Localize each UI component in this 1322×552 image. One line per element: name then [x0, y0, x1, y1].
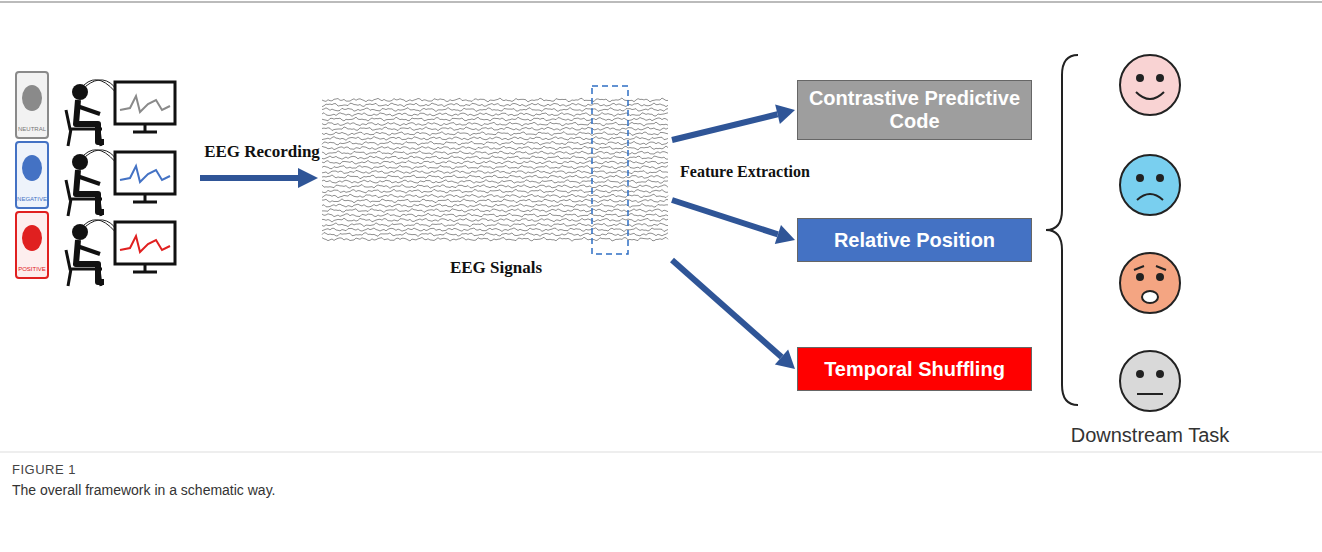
figure-number: FIGURE 1 — [12, 462, 312, 477]
arrow-shaft — [672, 260, 782, 357]
eeg-traces — [322, 98, 668, 241]
group-label: Downstream Task — [1050, 424, 1250, 447]
arrow-head — [775, 105, 795, 124]
flow-arrow — [672, 105, 795, 140]
arrow-label: EEG Recording — [196, 142, 328, 162]
flow-arrow — [672, 260, 795, 369]
arrow-shaft — [672, 200, 778, 234]
brace — [1046, 55, 1078, 405]
emotion-face — [1120, 55, 1180, 411]
arrow-head — [775, 225, 795, 244]
subject-figure — [66, 80, 175, 286]
card-label: POSITIVE — [12, 266, 52, 272]
card-label: NEUTRAL — [12, 126, 52, 132]
box-label: Contrastive Predictive Code — [808, 87, 1021, 133]
frame-line — [0, 452, 1322, 453]
frame-line — [0, 1, 1322, 3]
arrow-shaft — [672, 114, 778, 140]
flow-arrow — [672, 200, 795, 244]
figure-caption: The overall framework in a schematic way… — [12, 482, 276, 498]
selection-window — [592, 86, 628, 254]
method-box: Contrastive Predictive Code — [797, 80, 1032, 140]
arrow-label: Feature Extraction — [680, 163, 840, 181]
panel-title: EEG Signals — [320, 258, 672, 278]
arrow-head — [775, 350, 795, 369]
recording-arrow — [200, 168, 318, 188]
method-box: Relative Position — [797, 218, 1032, 262]
method-box: Temporal Shuffling — [797, 347, 1032, 391]
card-label: NEGATIVE — [12, 196, 52, 202]
signal-panel: EEG Signals — [320, 95, 672, 280]
box-label: Relative Position — [834, 229, 995, 252]
stimulus-card — [16, 72, 48, 278]
box-label: Temporal Shuffling — [824, 358, 1005, 381]
